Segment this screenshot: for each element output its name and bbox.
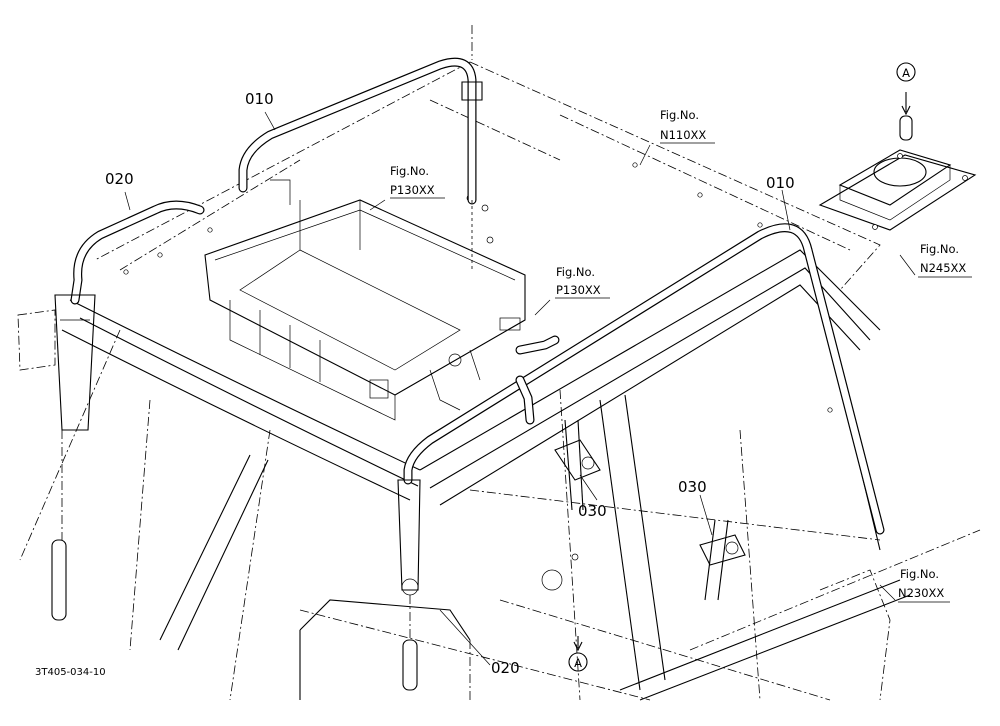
fig-ref-n110-title: Fig.No. [660, 108, 699, 122]
callout-circle-top [896, 62, 916, 82]
fig-ref-n230-title: Fig.No. [900, 567, 939, 581]
handrail-020-left [51, 200, 205, 621]
leader-lines [124, 111, 972, 666]
fig-ref-n245-title: Fig.No. [920, 242, 959, 256]
part-label-030-center: 030 [578, 502, 607, 520]
fig-ref-p130-upper-title: Fig.No. [390, 164, 429, 178]
handrail-010-right [403, 223, 885, 535]
callout-circle-bottom [568, 652, 588, 672]
fig-ref-p130-lower-code: P130XX [556, 283, 601, 297]
fig-ref-p130-upper-code: P130XX [390, 183, 435, 197]
handrail-010-left [238, 25, 483, 270]
drawing-code: 3T405-034-10 [35, 667, 106, 678]
clamp-030-center [554, 419, 601, 511]
handrail-020-bottom [397, 375, 535, 691]
callout-a-top: A [902, 66, 910, 80]
part-label-020-left: 020 [105, 170, 134, 188]
part-label-010-left: 010 [245, 90, 274, 108]
control-box-assembly [204, 179, 526, 421]
callout-a-bottom: A [574, 656, 582, 670]
fig-ref-n230-code: N230XX [898, 586, 944, 600]
part-label-010-right: 010 [766, 174, 795, 192]
fig-ref-n245-code: N245XX [920, 261, 966, 275]
cab-frame-outline [17, 61, 981, 701]
clamp-030-right [699, 519, 746, 601]
fig-ref-p130-lower-title: Fig.No. [556, 265, 595, 279]
fig-ref-n110-code: N110XX [660, 128, 706, 142]
part-label-020-bottom: 020 [491, 659, 520, 677]
callout-arrowhead-bottom [573, 641, 583, 652]
part-label-030-right: 030 [678, 478, 707, 496]
detail-plate-n245 [818, 92, 977, 231]
